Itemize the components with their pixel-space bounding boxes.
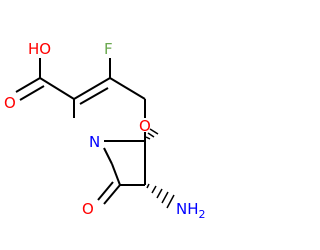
molecule-structure: F HO O O N O NH2	[4, 40, 206, 221]
hashed-wedge-c7	[146, 183, 175, 209]
lactam-oxygen-label: O	[82, 200, 94, 218]
amino-subscript: 2	[199, 208, 206, 221]
bond-cacid-o-second	[19, 85, 45, 101]
bond-cacid-o	[15, 77, 41, 93]
bond-c4-cacid	[39, 77, 75, 100]
acid-oxygen-label: O	[4, 94, 16, 112]
bond-c3-ch2	[109, 77, 146, 100]
hydroxyl-label: HO	[28, 40, 51, 58]
bond-c3-c4	[73, 77, 111, 100]
bonds	[15, 58, 146, 205]
ring-oxygen-label: O	[139, 117, 151, 135]
hashed-wedge-c6	[145, 128, 159, 140]
fluorine-label: F	[104, 40, 113, 58]
bond-c3-c4-second	[79, 87, 109, 105]
bond-n-c8	[103, 147, 113, 165]
bond-n-c8b	[111, 163, 121, 186]
atom-labels: F HO O O N O NH2	[4, 40, 206, 221]
bond-c8-o-second	[97, 181, 114, 201]
amino-label: NH2	[176, 200, 206, 221]
amino-text: NH	[176, 200, 199, 218]
stereo-bonds	[145, 128, 175, 209]
ring-nitrogen-label: N	[89, 133, 100, 151]
bond-c8-o	[103, 184, 121, 205]
structure-canvas: F HO O O N O NH2	[4, 40, 206, 221]
